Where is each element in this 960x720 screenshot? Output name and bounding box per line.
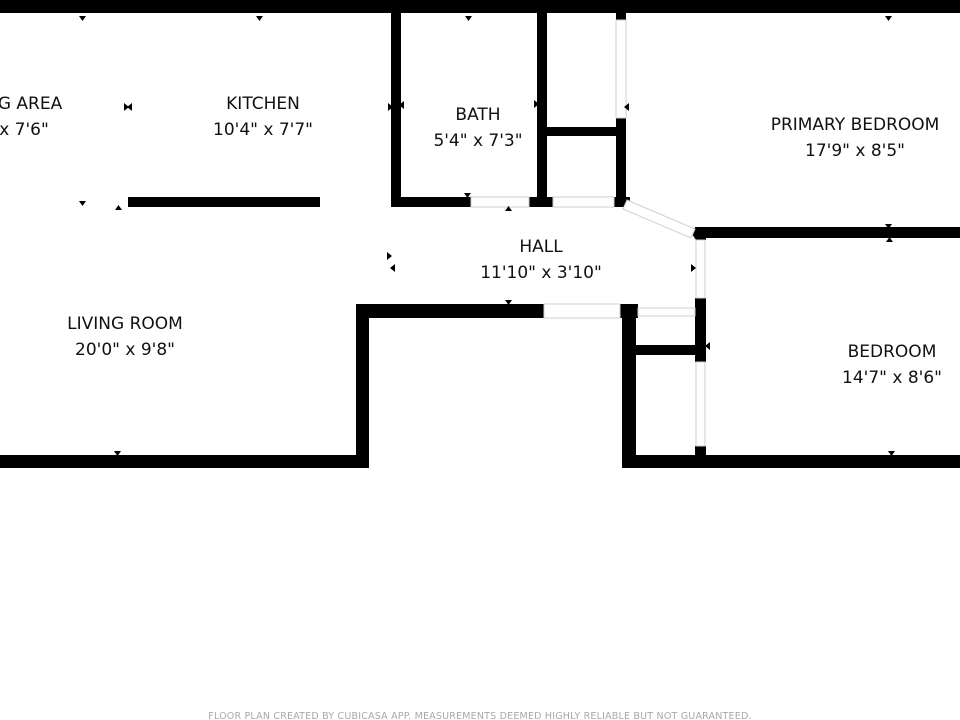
wall-bedroom-left-a (695, 298, 706, 362)
wall-closet-right (616, 118, 626, 207)
door-openings (470, 19, 706, 447)
wall-hall-bottom-left (356, 304, 544, 318)
wall-bath-left (391, 13, 401, 206)
wall-primary-bottom (695, 227, 960, 238)
marker (388, 103, 393, 111)
wall-bath-right (537, 13, 547, 207)
walls (0, 0, 960, 468)
room-name-dining-area: G AREA (0, 94, 63, 114)
wall-living-notch (356, 304, 369, 468)
marker (79, 201, 86, 206)
room-dims-hall: 11'10" x 3'10" (480, 263, 602, 283)
wall-closet-shelf (537, 127, 626, 136)
marker (387, 252, 392, 260)
room-dims-bath: 5'4" x 7'3" (433, 131, 522, 151)
door-closet2-top (637, 307, 696, 317)
marker (115, 205, 122, 210)
door-primary-bedroom (622, 199, 696, 239)
room-name-hall: HALL (519, 237, 563, 257)
marker (691, 264, 696, 272)
wall-closet2-left (622, 304, 636, 468)
room-name-primary-bedroom: PRIMARY BEDROOM (771, 115, 940, 135)
room-dims-kitchen: 10'4" x 7'7" (213, 120, 313, 140)
marker (79, 16, 86, 21)
marker (534, 100, 539, 108)
marker (624, 103, 629, 111)
wall-closet2-shelf (636, 345, 706, 355)
room-name-bath: BATH (455, 105, 500, 125)
door-closet (552, 196, 615, 208)
marker (465, 16, 472, 21)
wall-top-exterior (0, 0, 960, 13)
room-labels: G AREA x 7'6" KITCHEN 10'4" x 7'7" BATH … (0, 94, 942, 388)
wall-living-bottom (0, 455, 369, 468)
wall-closet-right-top (616, 13, 626, 20)
marker (114, 451, 121, 456)
marker (505, 206, 512, 211)
room-dims-living-room: 20'0" x 9'8" (75, 340, 175, 360)
room-name-bedroom: BEDROOM (848, 342, 937, 362)
door-bedroom-closet (695, 361, 706, 447)
door-bedroom-hall (695, 239, 706, 299)
marker (390, 264, 395, 272)
marker (705, 342, 710, 350)
measurement-markers (79, 16, 895, 456)
marker (885, 16, 892, 21)
marker (888, 451, 895, 456)
marker (505, 300, 512, 305)
wall-bath-bottom (391, 197, 471, 207)
door-hall-bottom (543, 303, 621, 319)
marker (886, 237, 893, 242)
marker (127, 103, 132, 111)
room-dims-primary-bedroom: 17'9" x 8'5" (805, 141, 905, 161)
room-dims-bedroom: 14'7" x 8'6" (842, 368, 942, 388)
wall-closet-bottom-left (529, 197, 553, 207)
wall-bedroom-bottom (622, 455, 960, 468)
room-name-living-room: LIVING ROOM (67, 314, 183, 334)
door-bath (470, 196, 530, 208)
door-primary-closet (615, 19, 627, 119)
marker (885, 224, 892, 229)
marker (256, 16, 263, 21)
marker (399, 101, 404, 109)
footer-disclaimer: FLOOR PLAN CREATED BY CUBICASA APP. MEAS… (208, 711, 751, 720)
marker (124, 103, 129, 111)
marker (464, 193, 471, 198)
wall-kitchen-counter (128, 197, 320, 207)
room-dims-dining-area: x 7'6" (0, 120, 49, 140)
room-name-kitchen: KITCHEN (226, 94, 300, 114)
